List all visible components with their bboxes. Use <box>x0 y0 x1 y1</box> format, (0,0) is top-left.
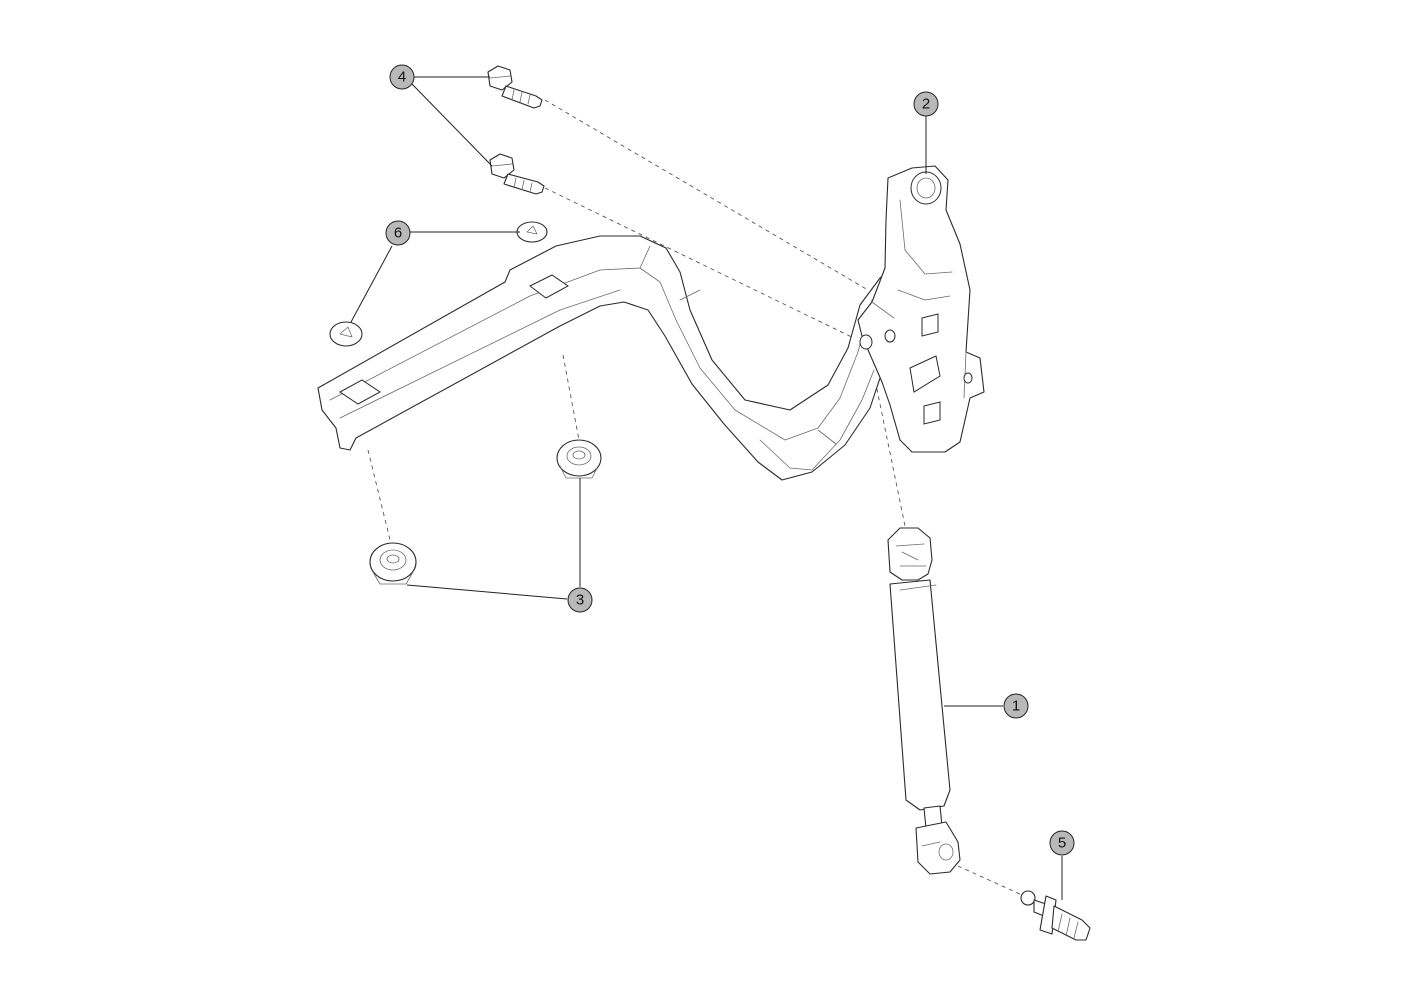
leader-lines <box>350 76 1063 900</box>
callout-2-label: 2 <box>922 96 930 113</box>
callout-5-label: 5 <box>1058 835 1066 852</box>
callout-2: 2 <box>913 91 939 117</box>
arm-slot-2 <box>529 274 569 299</box>
plate-hole-2 <box>884 329 896 343</box>
callout-1-label: 1 <box>1012 698 1020 715</box>
callout-5: 5 <box>1049 830 1075 856</box>
assembly-guide-lines <box>367 99 1023 896</box>
clip-upper <box>516 221 548 243</box>
grommet-right <box>556 439 602 479</box>
callout-4-label: 4 <box>398 69 406 86</box>
arm-slot-1 <box>339 379 381 405</box>
callout-3-label: 3 <box>576 592 584 609</box>
plate-hole-3 <box>963 372 973 384</box>
callout-4: 4 <box>389 64 415 90</box>
hinge-plate <box>857 165 985 453</box>
hinge-arm <box>317 235 895 481</box>
grommet-left <box>369 542 417 585</box>
plate-hole-1 <box>859 334 873 350</box>
gas-strut <box>887 527 961 875</box>
callout-6-label: 6 <box>394 225 402 242</box>
callout-1: 1 <box>1003 693 1029 719</box>
bolt-upper <box>487 65 543 109</box>
pivot-bushing <box>910 171 942 205</box>
plate-slot-3 <box>923 401 941 425</box>
clip-lower <box>329 321 363 347</box>
ball-stud <box>1020 890 1091 941</box>
callout-3: 3 <box>567 587 593 613</box>
plate-slot-2 <box>909 355 941 393</box>
plate-slot-1 <box>921 313 939 337</box>
callout-6: 6 <box>385 220 411 246</box>
bolt-lower <box>489 153 545 195</box>
